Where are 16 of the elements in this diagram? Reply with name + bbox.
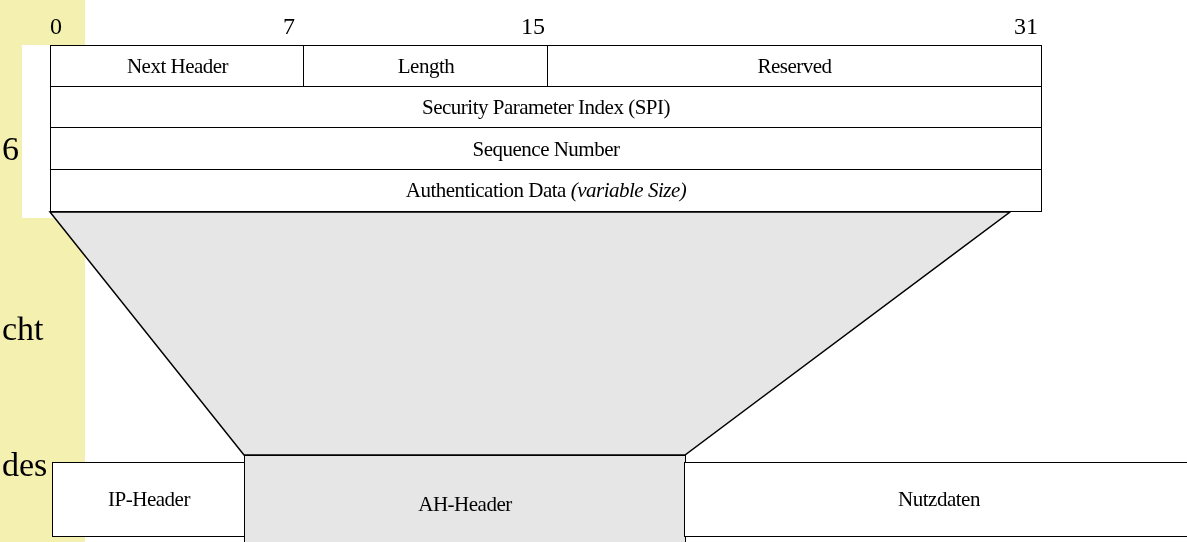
- header-field: Security Parameter Index (SPI): [50, 86, 1042, 129]
- bit-number: 31: [1014, 14, 1038, 38]
- bit-number: 0: [50, 14, 62, 38]
- text-fragment: cht: [2, 312, 44, 346]
- header-field: Authentication Data (variable Size): [50, 169, 1042, 212]
- header-field: Next Header: [50, 45, 305, 88]
- text-fragment: 6: [2, 132, 19, 166]
- header-field: Length: [303, 45, 549, 88]
- header-field: Reserved: [547, 45, 1042, 88]
- bit-number: 7: [283, 14, 295, 38]
- packet-segment: IP-Header: [52, 462, 246, 537]
- packet-segment: AH-Header: [244, 455, 686, 542]
- text-fragment: des: [2, 448, 48, 482]
- packet-segment: Nutzdaten: [684, 462, 1187, 537]
- bit-number: 15: [521, 14, 545, 38]
- header-field: Sequence Number: [50, 127, 1042, 171]
